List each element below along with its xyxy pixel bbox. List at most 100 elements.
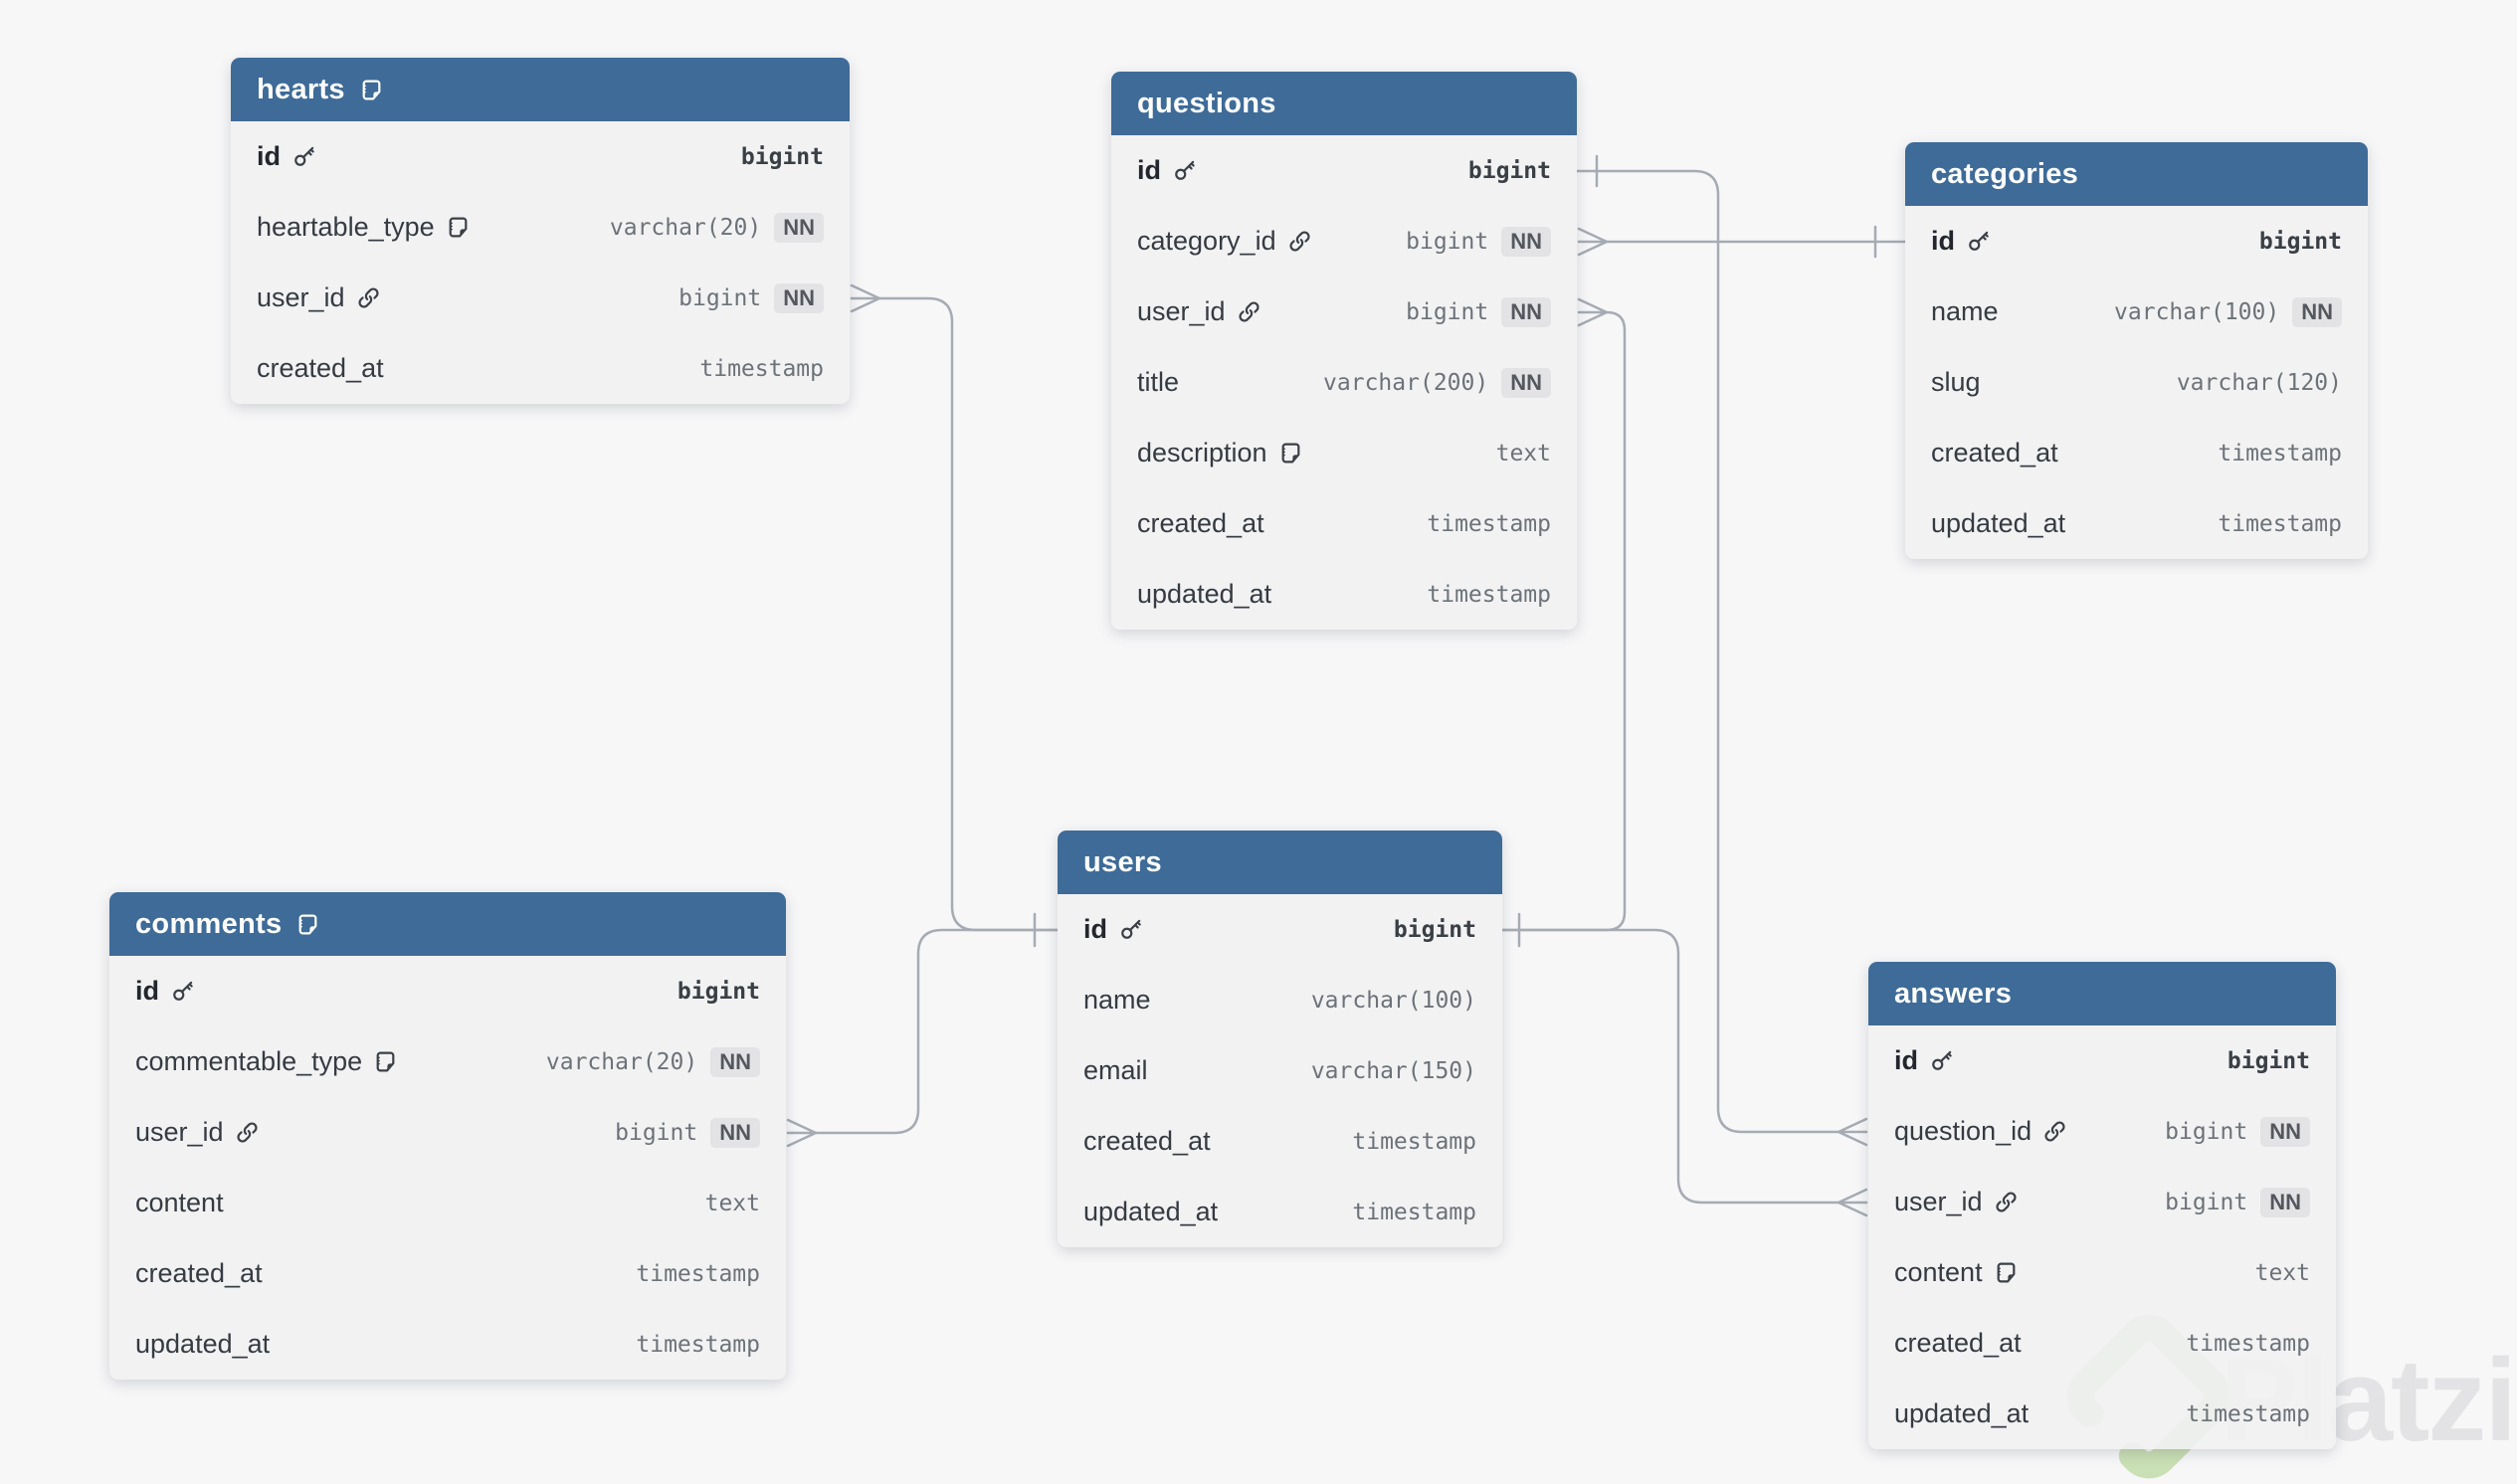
not-null-badge: NN — [2260, 1116, 2310, 1147]
column-name: created_at — [135, 1258, 263, 1288]
link-icon — [1994, 1190, 2019, 1214]
relationship-users-answers[interactable] — [1502, 928, 1868, 1217]
column-type-group: timestamp — [2186, 1401, 2310, 1427]
note-icon — [1278, 441, 1303, 465]
column-name: created_at — [1931, 438, 2058, 467]
column-type-group: timestamp — [2218, 441, 2342, 466]
column-name-group: category_id — [1137, 226, 1312, 257]
column-name-group: name — [1931, 296, 1999, 327]
column-row-answers-content[interactable]: content text — [1868, 1237, 2336, 1308]
table-header-answers[interactable]: answers — [1868, 962, 2336, 1025]
crow-foot-many-questions-user-id — [1577, 297, 1609, 327]
column-type: varchar(150) — [1310, 1057, 1476, 1084]
column-type-group: varchar(200)NN — [1323, 367, 1551, 398]
table-header-hearts[interactable]: hearts — [231, 58, 850, 121]
table-header-comments[interactable]: comments — [109, 892, 786, 956]
relationship-comments-users[interactable] — [786, 928, 1058, 1148]
column-type-group: varchar(20)NN — [609, 212, 824, 243]
table-title: users — [1083, 845, 1162, 878]
crow-foot-many-answers-question-id — [1837, 1117, 1868, 1147]
table-header-questions[interactable]: questions — [1111, 72, 1577, 135]
column-row-questions-title[interactable]: title varchar(200)NN — [1111, 347, 1577, 418]
relationship-line — [1502, 928, 1839, 1205]
note-icon — [295, 912, 320, 937]
table-header-users[interactable]: users — [1058, 831, 1502, 894]
column-type-group: timestamp — [1352, 1200, 1476, 1225]
column-type-group: bigint — [678, 979, 760, 1005]
key-icon — [291, 144, 316, 169]
column-type-group: text — [2255, 1260, 2310, 1286]
column-name: id — [1894, 1045, 1918, 1075]
link-icon — [235, 1120, 260, 1145]
column-name: description — [1137, 438, 1267, 467]
column-type: timestamp — [699, 355, 824, 382]
column-name: updated_at — [1083, 1197, 1219, 1226]
column-name: created_at — [257, 353, 384, 383]
relationship-questions-categories[interactable] — [1577, 225, 1905, 259]
column-name: id — [1931, 226, 1955, 256]
column-name-group: id — [1931, 226, 1991, 257]
relationship-questions-answers[interactable] — [1577, 154, 1868, 1147]
link-icon — [1237, 299, 1261, 324]
column-type-group: timestamp — [1352, 1129, 1476, 1155]
not-null-badge: NN — [1501, 226, 1551, 257]
column-name: title — [1137, 367, 1180, 397]
column-name-group: user_id — [1894, 1187, 2019, 1217]
column-type-group: text — [705, 1191, 760, 1216]
not-null-badge: NN — [1501, 296, 1551, 327]
column-type: varchar(20) — [609, 214, 762, 241]
column-name-group: id — [1083, 914, 1143, 945]
column-name: created_at — [1137, 508, 1264, 538]
column-name-group: content — [1894, 1257, 2019, 1288]
relationship-line — [879, 296, 1058, 932]
column-row-categories-created_at[interactable]: created_at timestamp — [1905, 418, 2368, 488]
column-row-users-updated_at[interactable]: updated_at timestamp — [1058, 1177, 1502, 1247]
column-name: user_id — [257, 282, 345, 312]
column-name: user_id — [135, 1117, 224, 1147]
column-row-hearts-created_at[interactable]: created_at timestamp — [231, 333, 850, 404]
not-null-badge: NN — [2260, 1187, 2310, 1217]
column-type-group: varchar(20)NN — [546, 1046, 760, 1077]
column-type: bigint — [1406, 298, 1489, 325]
column-row-comments-content[interactable]: content text — [109, 1168, 786, 1238]
column-name: id — [1083, 914, 1107, 944]
column-type-group: bigint NN — [1406, 296, 1551, 327]
column-name-group: updated_at — [135, 1329, 270, 1360]
table-header-categories[interactable]: categories — [1905, 142, 2368, 206]
column-name: content — [135, 1188, 224, 1217]
